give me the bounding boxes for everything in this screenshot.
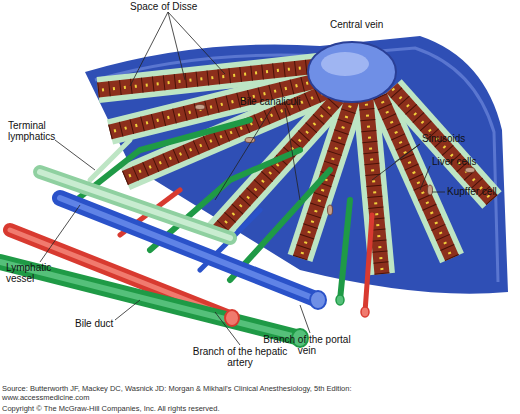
source-note: Source: Butterworth JF, Mackey DC, Wasni…: [2, 384, 382, 402]
structure-label: Sinusoids: [422, 133, 492, 144]
copyright-note: Copyright © The McGraw-Hill Companies, I…: [2, 404, 402, 413]
structure-label: Lymphatic vessel: [6, 262, 62, 284]
structure-label: Branch of the portal vein: [262, 334, 352, 356]
central-vein: [308, 42, 396, 102]
structure-label: Kupffer cell: [447, 186, 520, 197]
structure-label: Space of Disse: [130, 1, 220, 12]
structure-label: Liver cells: [432, 156, 502, 167]
leader-lines: [40, 12, 445, 345]
structure-label: Bile duct: [75, 318, 135, 329]
lobule-body: [85, 36, 508, 294]
structure-label: Central vein: [330, 19, 410, 30]
structure-label: Terminal lymphatics: [8, 120, 70, 142]
portal-triad-vessels: [0, 172, 369, 347]
structure-label: Bile canaliculi: [240, 96, 330, 107]
structure-label: Branch of the hepatic artery: [190, 346, 290, 368]
central-vein-highlight: [321, 52, 369, 76]
